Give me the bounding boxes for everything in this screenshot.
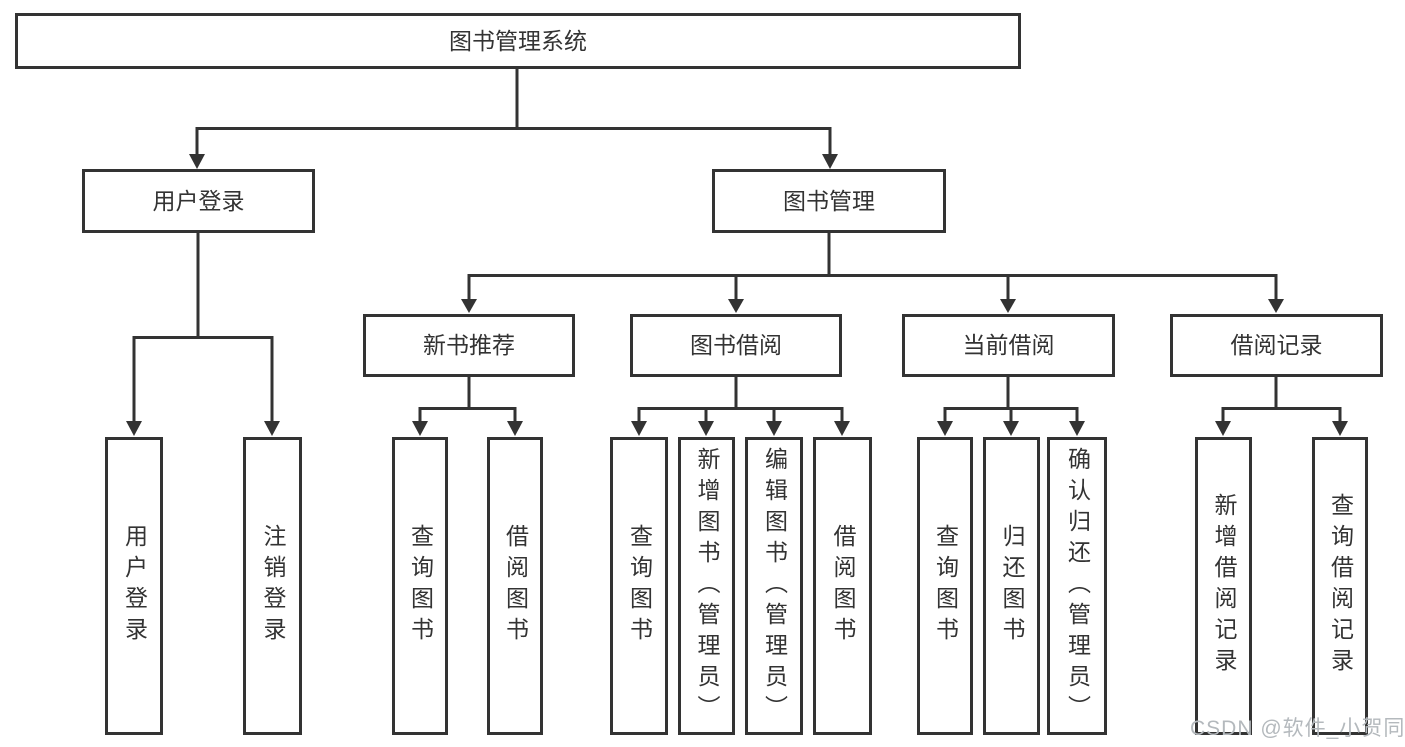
node-user-login-leaf: 用户登录 <box>105 437 163 735</box>
connector-root-split <box>189 69 838 169</box>
connector-newbook-split <box>412 377 523 436</box>
node-newbook-borrow-books: 借阅图书 <box>487 437 543 735</box>
node-borrow-query-books: 查询图书 <box>610 437 668 735</box>
node-borrow-borrow-books: 借阅图书 <box>813 437 872 735</box>
node-book-management: 图书管理 <box>712 169 946 233</box>
node-current-return-books: 归还图书 <box>983 437 1040 735</box>
node-records-query-borrow-record: 查询借阅记录 <box>1312 437 1368 735</box>
node-records-add-borrow-record: 新增借阅记录 <box>1195 437 1252 735</box>
connector-login-split <box>126 233 280 436</box>
node-logout-leaf: 注销登录 <box>243 437 302 735</box>
watermark: CSDN @软件_小贺同学 <box>1190 717 1405 740</box>
connector-current-split <box>937 377 1085 436</box>
node-new-book-recommend: 新书推荐 <box>363 314 575 377</box>
connector-borrow-split <box>631 377 850 436</box>
node-borrow-edit-books-admin: 编辑图书（管理员） <box>745 437 803 735</box>
connector-records-split <box>1215 377 1348 436</box>
node-current-borrow: 当前借阅 <box>902 314 1115 377</box>
node-book-borrow: 图书借阅 <box>630 314 842 377</box>
node-current-query-books: 查询图书 <box>917 437 973 735</box>
node-current-confirm-return-admin: 确认归还（管理员） <box>1047 437 1107 735</box>
node-borrow-records: 借阅记录 <box>1170 314 1383 377</box>
node-user-login: 用户登录 <box>82 169 315 233</box>
node-root-system: 图书管理系统 <box>15 13 1021 69</box>
node-newbook-query-books: 查询图书 <box>392 437 448 735</box>
connector-management-split <box>461 233 1284 313</box>
node-borrow-add-books-admin: 新增图书（管理员） <box>678 437 735 735</box>
